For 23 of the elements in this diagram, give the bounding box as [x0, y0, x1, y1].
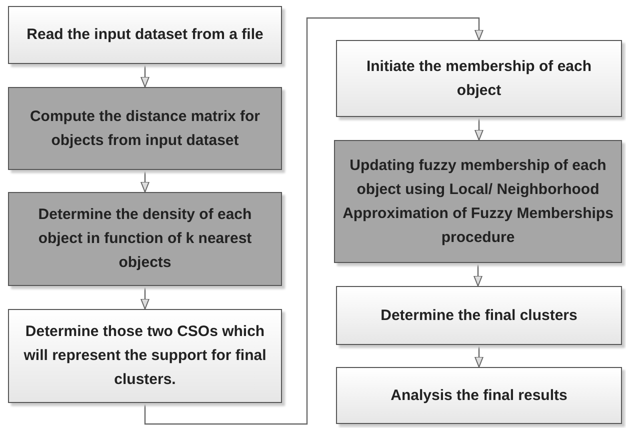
arrow: [474, 117, 484, 140]
process-box: [8, 6, 282, 64]
step-text: Determine the density of each object in function of k nearest objects: [37, 205, 253, 273]
step-text: Compute the distance matrix for objects from input dataset: [28, 106, 262, 150]
arrow: [144, 17, 484, 425]
arrow: [140, 170, 150, 192]
step-text: Read the input dataset from a file: [26, 25, 264, 45]
process-box: [334, 140, 622, 263]
step-text: Determine those two CSOs which will represent the support for final clusters.: [22, 322, 268, 390]
arrow: [474, 345, 484, 368]
step-text: Determine the final clusters: [380, 306, 578, 326]
process-box: [336, 367, 622, 424]
process-box: [336, 40, 622, 117]
arrow: [140, 286, 150, 310]
arrow: [474, 263, 482, 286]
step-text: Initiate the membership of each object: [365, 56, 593, 100]
step-text: Analysis the final results: [390, 386, 568, 406]
process-box: [8, 309, 282, 403]
process-box: [336, 286, 622, 345]
process-box: [8, 192, 282, 286]
process-box: [8, 87, 282, 170]
arrow: [140, 64, 150, 88]
step-text: Updating fuzzy membership of each object using Local/ Neighborhood Approximation of Fuzzy Memberships procedure: [342, 156, 614, 248]
